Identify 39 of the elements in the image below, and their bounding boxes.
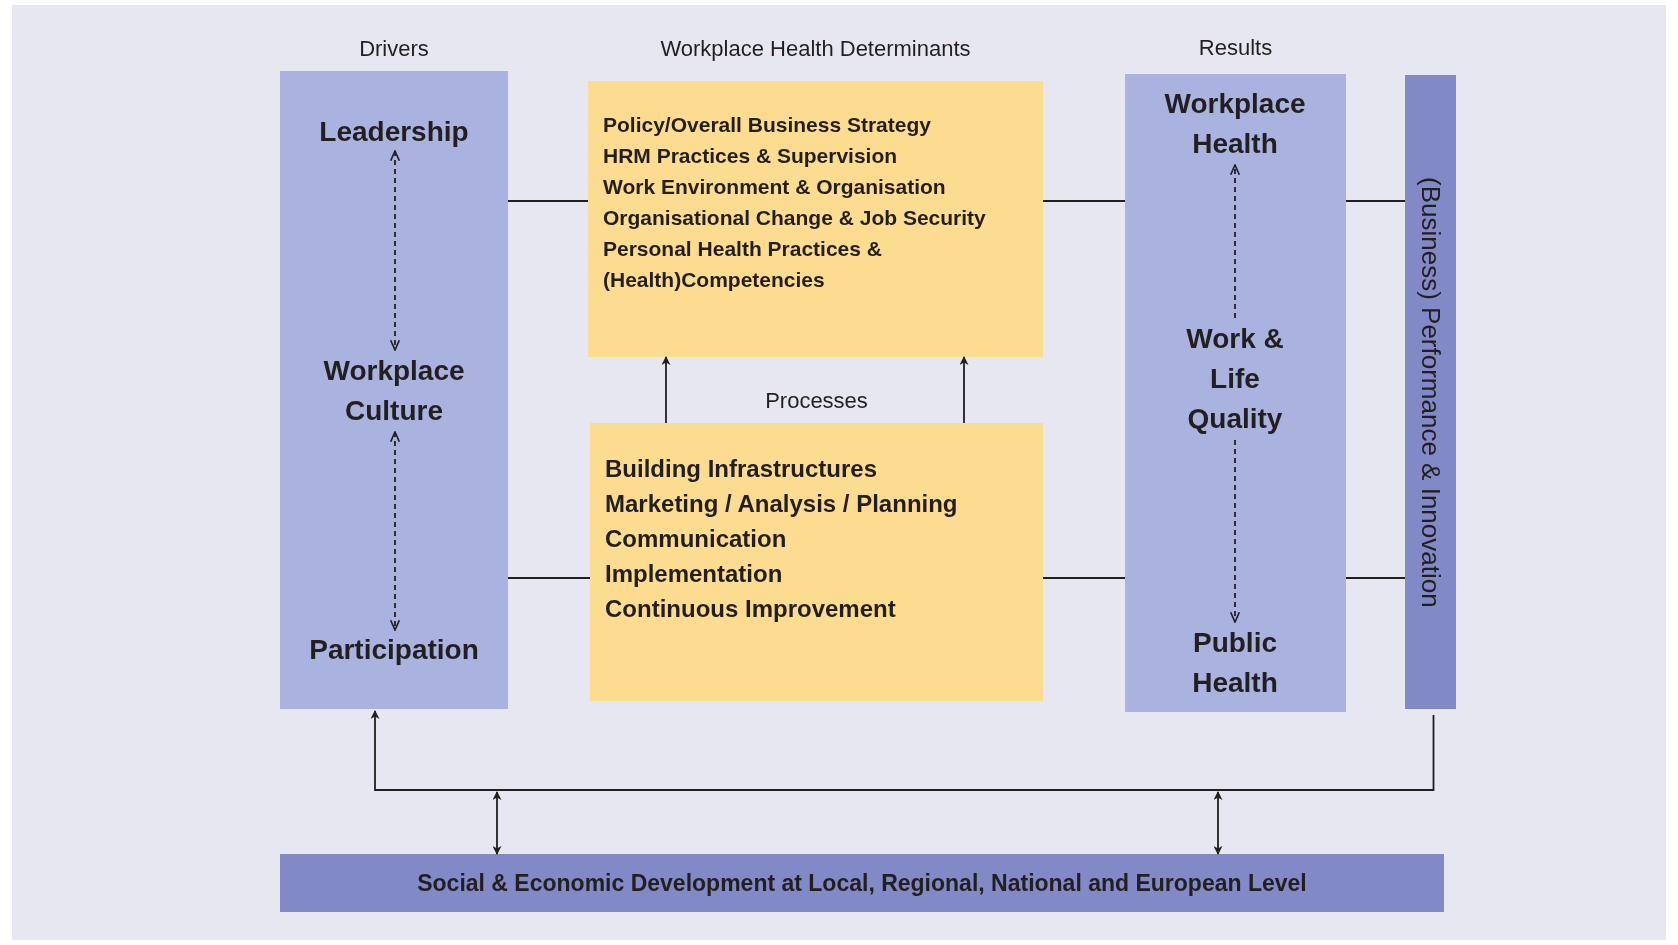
node-label: Participation [309,633,479,667]
connector-line [1345,200,1406,202]
arrow [959,356,969,424]
list-item: Work Environment & Organisation [603,174,947,200]
arrow [1229,439,1241,623]
list-item: Communication [605,524,788,554]
arrow [389,150,401,351]
connector-line [1345,577,1406,579]
list-item: Implementation [605,559,784,589]
arrow [661,356,671,424]
list-item: Marketing / Analysis / Planning [605,489,959,519]
performance-bar [1405,75,1456,709]
list-item: Continuous Improvement [605,594,897,624]
node-label: Workplace Culture [322,354,466,428]
arrow [492,791,502,855]
connector-line [507,577,591,579]
development-bar [280,854,1444,912]
node-label: Work & Life Quality [1185,322,1285,436]
list-item: Personal Health Practices & (Health)Competencies [603,236,883,293]
list-item: Organisational Change & Job Security [603,205,987,231]
column-heading: Drivers [359,35,429,63]
arrow [1213,791,1223,855]
arrow [389,431,401,631]
node-label: Public Health [1191,626,1279,700]
connector-line [1042,577,1126,579]
connector-line [1042,200,1126,202]
list-item: Policy/Overall Business Strategy [603,112,932,138]
list-item: Building Infrastructures [605,454,879,484]
column-heading: Results [1198,34,1273,62]
connector-line [507,200,589,202]
node-label: Workplace Health [1163,87,1307,161]
arrow [1229,164,1241,319]
section-heading: Processes [765,387,868,415]
bar-label: (Business) Performance & Innovation [1415,176,1446,608]
arrow [370,710,1435,791]
bar-label: Social & Economic Development at Local, Regional, National and European Level [417,868,1307,898]
section-heading: Workplace Health Determinants [660,35,971,63]
node-label: Leadership [319,115,469,149]
list-item: HRM Practices & Supervision [603,143,899,169]
